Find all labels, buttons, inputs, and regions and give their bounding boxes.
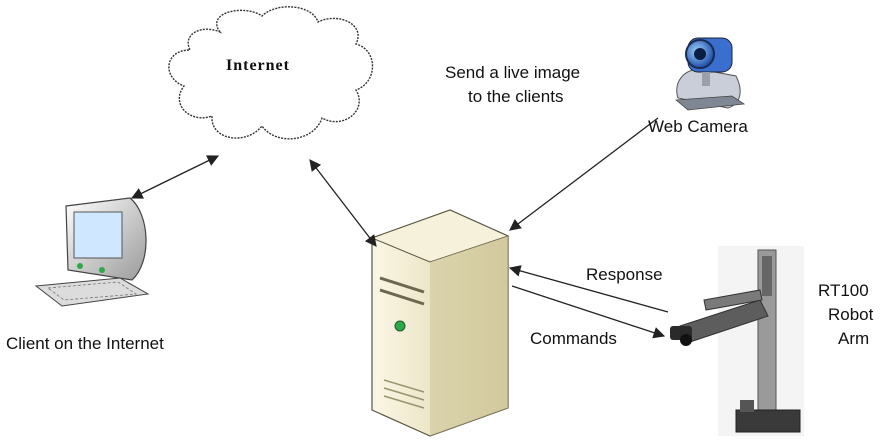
robot-label-line-2: Robot: [828, 305, 874, 324]
connection-arrows: [130, 117, 669, 339]
arrow-internet-server: [309, 159, 377, 247]
commands-label: Commands: [530, 329, 617, 348]
internet-cloud: Internet: [168, 6, 373, 140]
client-computer-icon: [34, 197, 150, 307]
cloud-shape: [168, 6, 373, 140]
send-image-line-1: Send a live image: [445, 63, 580, 82]
robot-label-line-1: RT100: [818, 281, 869, 300]
arrow-commands: [511, 285, 666, 339]
client-label: Client on the Internet: [6, 334, 164, 353]
send-image-line-2: to the clients: [468, 87, 563, 106]
web-camera-icon: [674, 37, 746, 111]
robot-label-line-3: Arm: [838, 329, 869, 348]
response-label: Response: [586, 265, 663, 284]
server-tower-icon: [370, 209, 510, 437]
arrow-response: [508, 265, 669, 313]
arrow-client-internet: [130, 155, 220, 199]
arrow-camera-server: [509, 117, 659, 231]
cloud-label: Internet: [226, 57, 290, 74]
web-camera-label: Web Camera: [648, 117, 748, 136]
robot-arm-icon: [670, 246, 804, 436]
